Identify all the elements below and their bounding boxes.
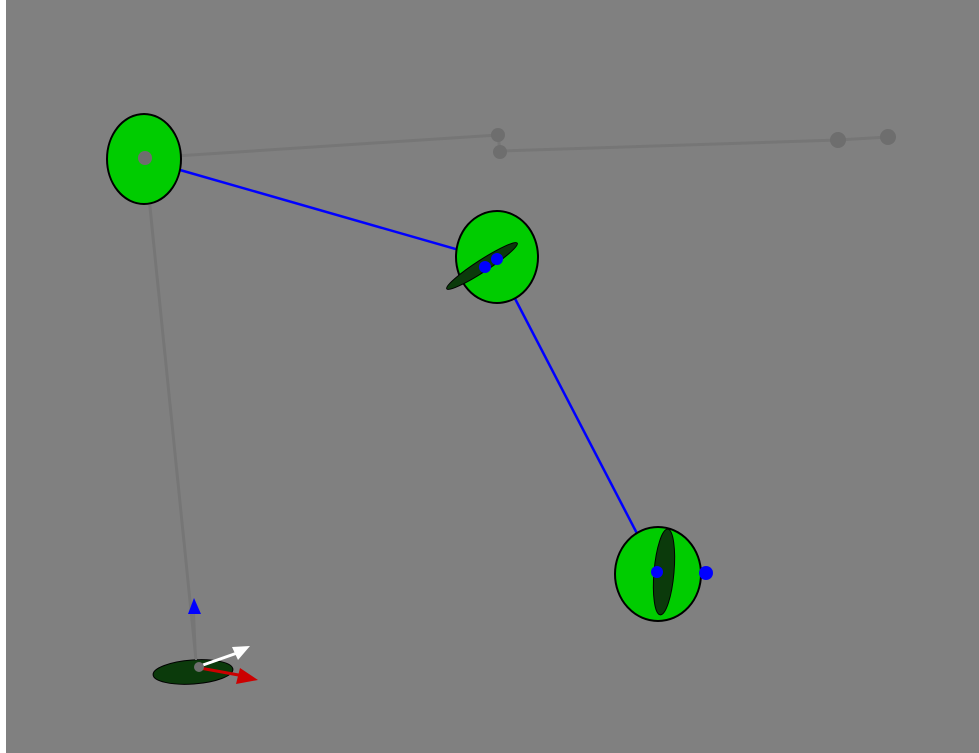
ghost-link	[143, 156, 198, 662]
ghost-node[interactable]	[493, 145, 507, 159]
joint-3[interactable]	[614, 526, 713, 622]
ghost-nodes	[491, 128, 896, 159]
ghost-node[interactable]	[491, 128, 505, 142]
axis-x-line	[199, 666, 245, 678]
axis-x-arrow-icon[interactable]	[236, 668, 258, 684]
chain-link-1	[179, 168, 488, 260]
viewport-background	[6, 0, 979, 753]
ghost-link	[836, 135, 890, 142]
ghost-node[interactable]	[880, 129, 896, 145]
base-gizmo[interactable]	[152, 598, 258, 687]
ghost-link	[143, 133, 500, 160]
base-disc[interactable]	[152, 657, 234, 687]
joint-2[interactable]	[444, 210, 539, 304]
joint-2-link-point[interactable]	[479, 261, 491, 273]
joint-1[interactable]	[106, 113, 182, 205]
ghost-node[interactable]	[830, 132, 846, 148]
axis-y-line	[202, 650, 241, 667]
axis-up-arrow-icon[interactable]	[188, 598, 201, 614]
axis-up-line	[193, 611, 197, 661]
axis-y-arrow-icon[interactable]	[232, 646, 250, 660]
ghost-link	[498, 138, 840, 153]
joint-3-link-point[interactable]	[651, 566, 663, 578]
chain-link-2	[494, 261, 659, 573]
joint-1-center[interactable]	[138, 151, 152, 165]
ghost-skeleton	[143, 133, 890, 662]
joint-2-link-point[interactable]	[491, 253, 503, 265]
joint-3-end-point[interactable]	[699, 566, 713, 580]
base-origin[interactable]	[194, 662, 204, 672]
